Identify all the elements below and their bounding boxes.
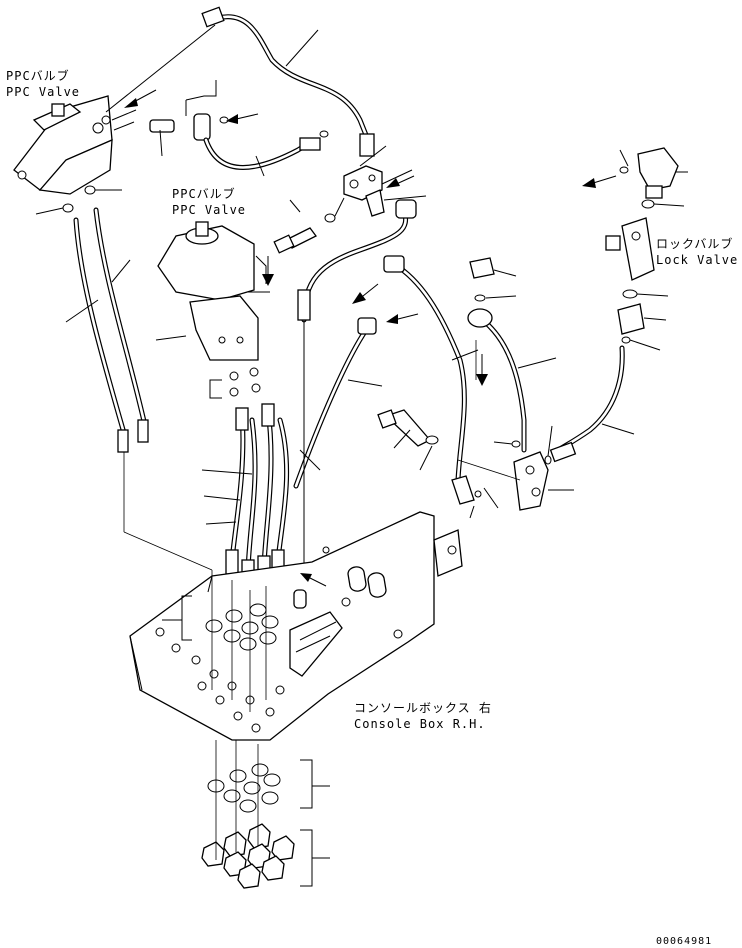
- hose-lock: [549, 345, 625, 463]
- bolt: [273, 227, 317, 254]
- plug-fitting: [469, 257, 495, 302]
- direction-arrows: [124, 89, 617, 587]
- o-ring: [621, 336, 631, 344]
- hose-mid-upper: [203, 137, 321, 170]
- ppc-valve-mid-label-en: PPC Valve: [172, 203, 246, 217]
- adapter-fitting: [617, 303, 645, 335]
- console-holes: [155, 546, 403, 733]
- hose-tee-down: [297, 199, 417, 323]
- o-ring: [324, 213, 336, 223]
- bolt-lower: [377, 409, 439, 447]
- o-ring: [62, 203, 74, 213]
- lock-valve: [605, 217, 655, 281]
- hose-pair-left: [73, 207, 149, 453]
- o-ring: [511, 440, 521, 448]
- nut-group: [201, 823, 313, 889]
- hose-bundle: [225, 403, 290, 585]
- elbow-fitting: [149, 80, 229, 157]
- o-ring: [84, 185, 96, 195]
- bracket-tee: [513, 451, 549, 511]
- seal-group-lower: [207, 759, 313, 813]
- ppc-valve-mid-label-jp: PPCバルブ: [172, 186, 236, 201]
- o-ring: [622, 289, 638, 299]
- ppc-valve-top-label-jp: PPCバルブ: [6, 68, 70, 83]
- ppc-valve-mid: [157, 221, 267, 361]
- hose-top: [201, 6, 375, 157]
- drawing-number: 00064981: [656, 936, 712, 947]
- console-box-label-jp: コンソールボックス 右: [354, 700, 492, 715]
- ppc-valve-top-label-en: PPC Valve: [6, 85, 80, 99]
- o-ring: [641, 199, 655, 209]
- o-ring: [319, 130, 329, 138]
- console-box-label-en: Console Box R.H.: [354, 717, 486, 731]
- spacer-pair: [293, 566, 387, 609]
- o-ring: [544, 455, 552, 465]
- ppc-valve-top: [13, 95, 137, 195]
- lock-valve-label-jp: ロックバルブ: [656, 236, 733, 251]
- hose-right-a: [383, 255, 482, 505]
- elbow-top-right: [637, 147, 679, 199]
- seal-group-mid: [209, 367, 261, 399]
- tee-block: [343, 165, 385, 217]
- o-ring: [619, 166, 629, 174]
- lock-valve-label-en: Lock Valve: [656, 253, 738, 267]
- hose-right-b: [467, 308, 527, 453]
